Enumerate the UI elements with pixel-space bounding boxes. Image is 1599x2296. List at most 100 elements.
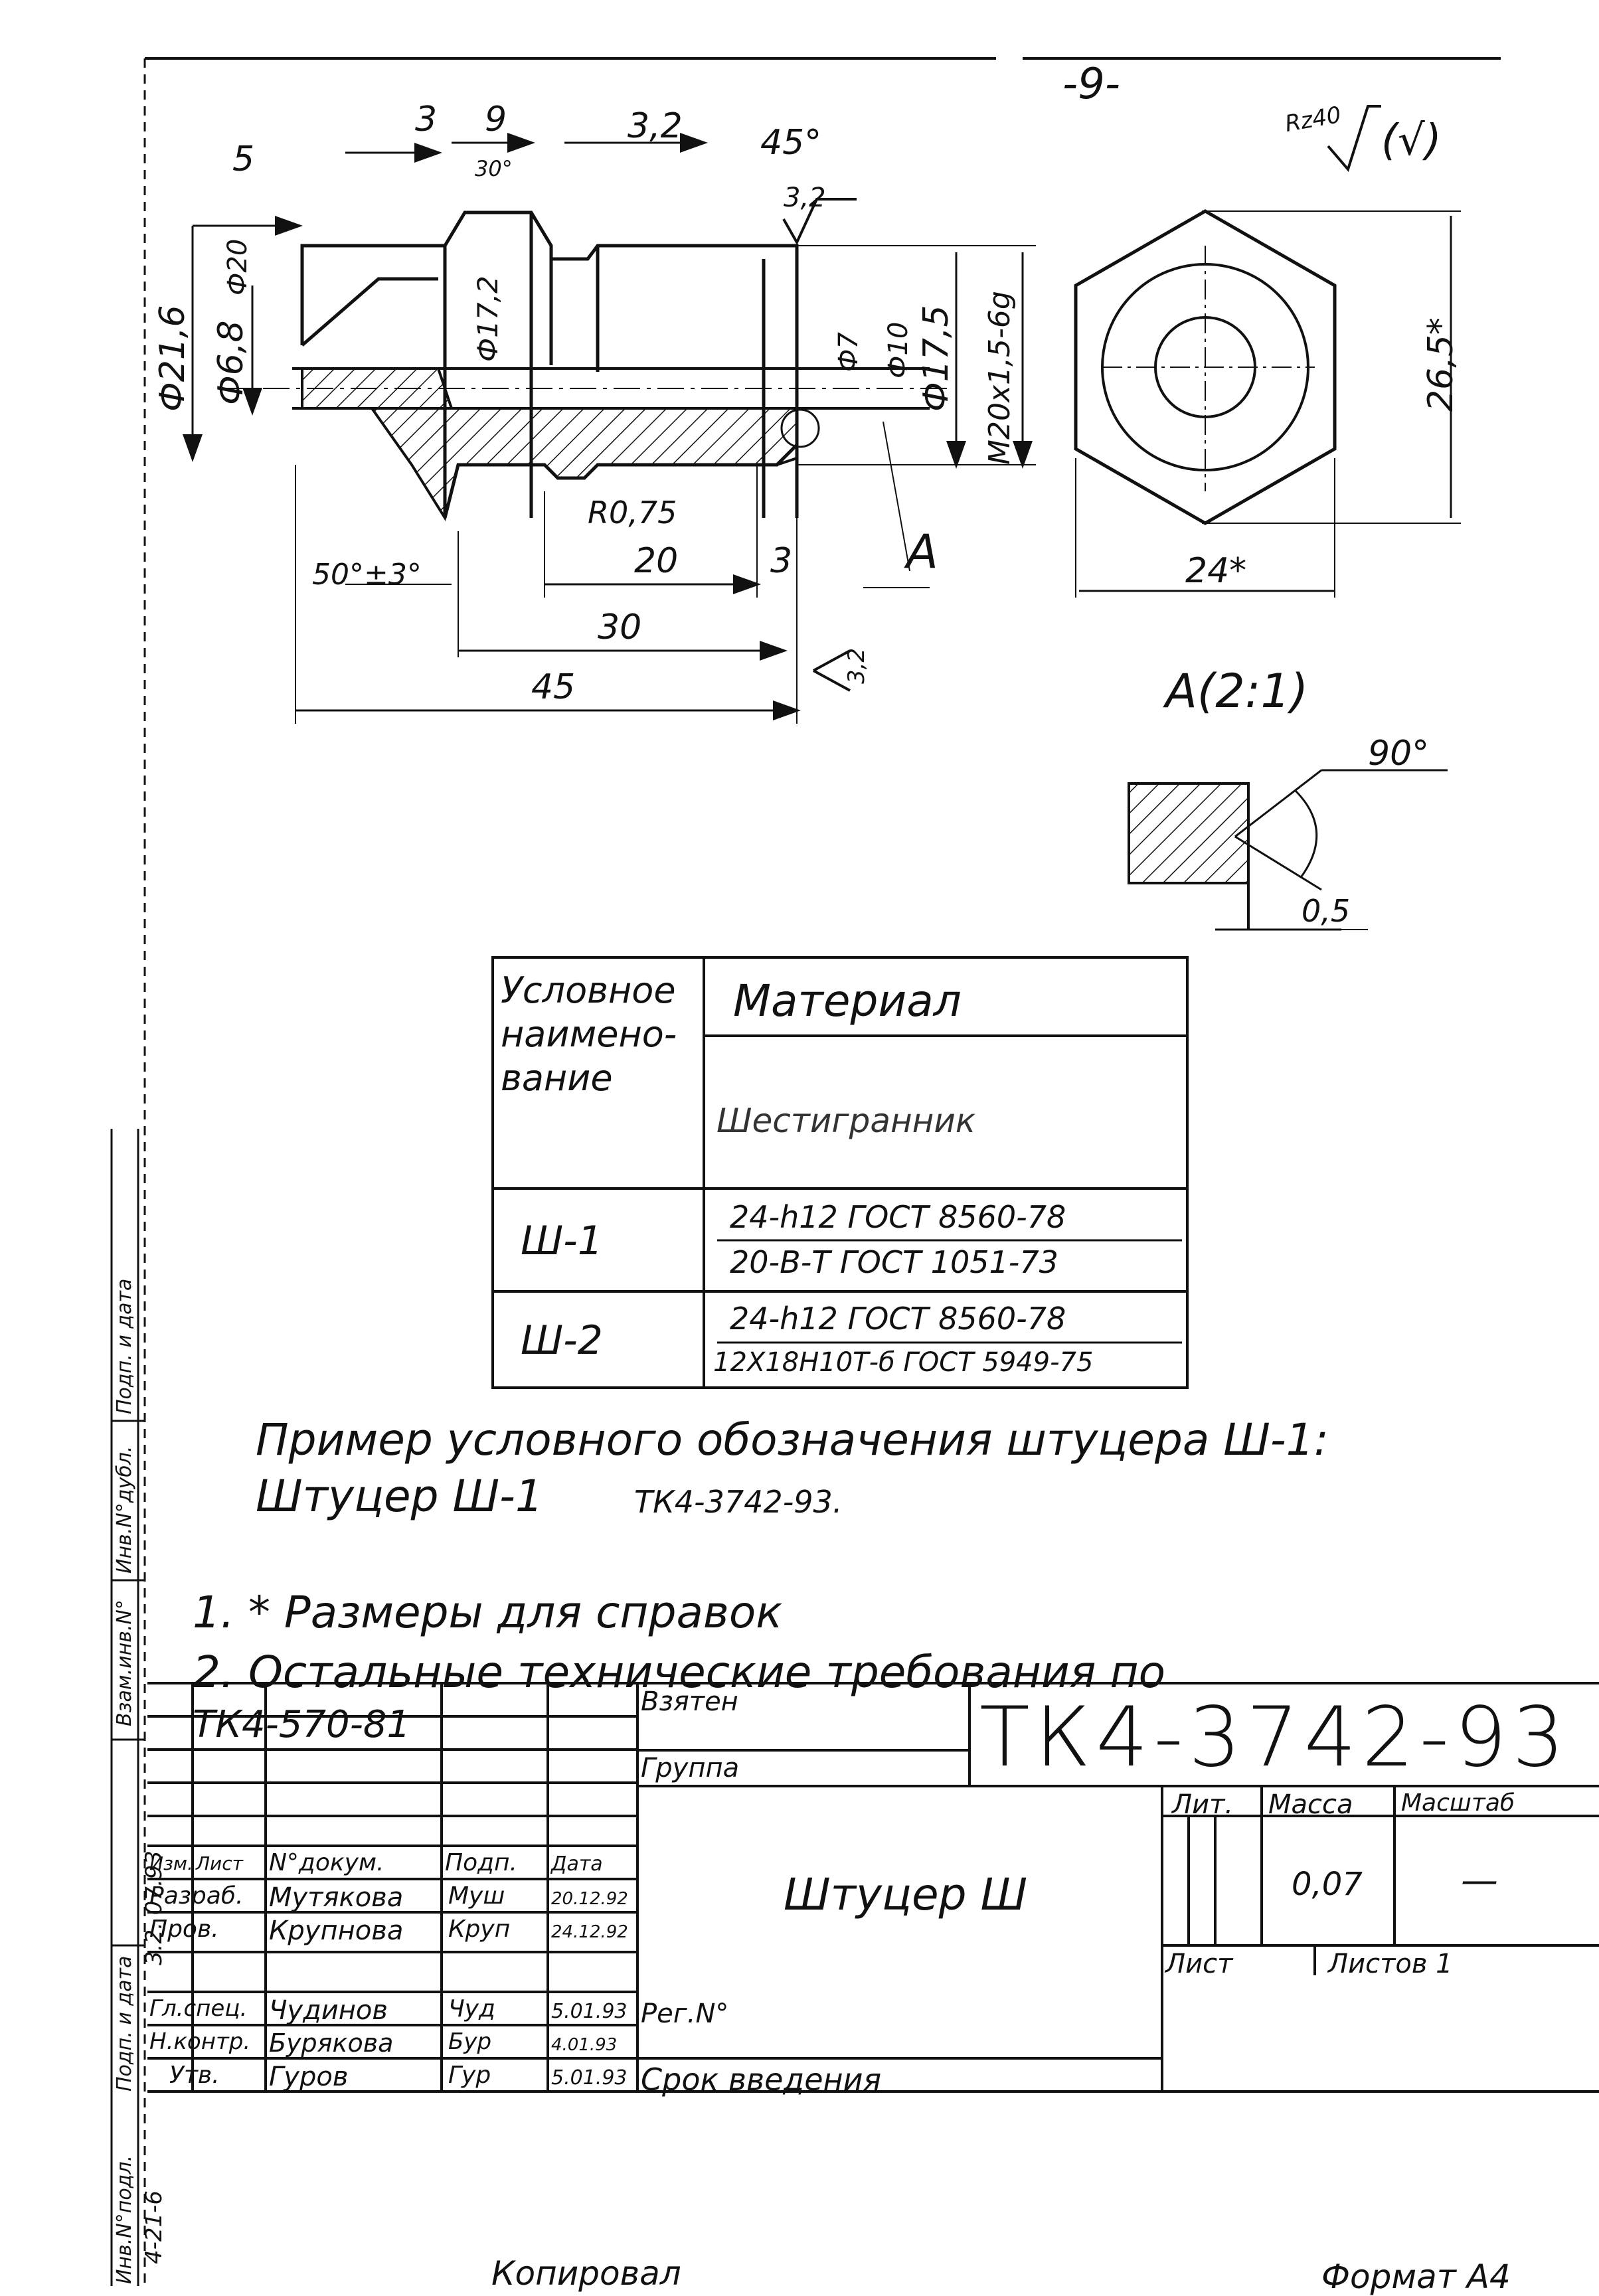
dim-thread: M20x1,5-6g [983, 291, 1017, 465]
side-inv-number: 4-21-6 [141, 2190, 167, 2264]
dim-3-2: 3,2 [628, 106, 683, 146]
dim-phi-6-8: Ф6,8 [211, 320, 251, 405]
dim-3: 3 [415, 100, 438, 139]
example-line2-a: Штуцер Ш-1 [256, 1471, 543, 1522]
tb-role-chief: Гл.спец. [149, 1995, 248, 2022]
dim-angle-45: 45° [760, 123, 822, 163]
side-label-dup-inv: Инв.N°дубл. [113, 1445, 136, 1574]
dim-hex-26-5: 26,5* [1421, 317, 1461, 412]
roughness-3-2b: 3,2 [843, 647, 870, 684]
note-2: 2. Остальные технические требования по [193, 1647, 1166, 1698]
tb-col-list: Лист [196, 1852, 243, 1874]
roughness-mark: (√) [1381, 116, 1442, 165]
section-hatch [301, 367, 798, 522]
dim-r0-75: R0,75 [588, 495, 677, 531]
tb-role-norm: Н.контр. [149, 2028, 251, 2055]
extension-lines [295, 245, 1036, 724]
dim-45: 45 [531, 667, 576, 707]
tb-lit: Лит. [1172, 1789, 1234, 1820]
tb-date-chief: 5.01.93 [551, 2000, 628, 2023]
tb-role-approved: Утв. [169, 2062, 220, 2089]
row-sh1-line1: 24-h12 ГОСТ 8560-78 [730, 1199, 1066, 1235]
note-2-cont: ТК4-570-81 [193, 1703, 411, 1746]
material-table-grid [491, 956, 1189, 1389]
tb-reg: Рег.N° [641, 1999, 729, 2029]
dim-phi-20: Ф20 [222, 238, 253, 295]
tb-sheets: Листов 1 [1328, 1949, 1453, 1979]
example-line2-b: ТК4-3742-93. [634, 1484, 843, 1520]
tb-date-checker: 24.12.92 [551, 1922, 628, 1942]
tb-name-developer: Мутякова [269, 1882, 404, 1913]
roughness-symbols [782, 105, 1381, 692]
dim-angle-30: 30° [475, 156, 513, 181]
sheet-frame [143, 57, 1501, 2286]
footer-format: Формат А4 [1321, 2257, 1511, 2296]
dimension-lines [183, 133, 1033, 720]
label-a: А [906, 525, 938, 579]
tb-taken: Взятен [641, 1686, 738, 1717]
dim-9: 9 [485, 100, 507, 139]
row-sh1-line2: 20-В-Т ГОСТ 1051-73 [730, 1244, 1058, 1280]
row-sh2-line2: 12Х18Н10Т-б ГОСТ 5949-75 [713, 1347, 1094, 1378]
dim-phi-7: Ф7 [833, 332, 864, 372]
tb-sign-norm: Бур [448, 2028, 492, 2055]
detail-angle-90: 90° [1368, 734, 1430, 774]
side-label-sign-date-2: Подп. и дата [113, 1278, 136, 1414]
tb-sheet: Лист [1165, 1949, 1233, 1979]
tb-sign-chief: Чуд [448, 1995, 495, 2022]
tb-role-checker: Пров. [149, 1916, 219, 1943]
tb-mass-label: Масса [1268, 1789, 1353, 1820]
footer-copied: Копировал [491, 2254, 681, 2293]
tb-col-date: Дата [551, 1852, 603, 1876]
tb-scale-label: Масштаб [1401, 1789, 1515, 1817]
detail-a-title: А(2:1) [1165, 664, 1309, 718]
dim-30: 30 [598, 608, 642, 647]
example-line1: Пример условного обозначения штуцера Ш-1… [256, 1414, 1329, 1465]
side-stamp-grid [110, 1129, 145, 2286]
dim-phi-17-2: Ф17,2 [471, 276, 504, 362]
detail-a-callout [780, 408, 820, 448]
tb-role-developer: Разраб. [149, 1882, 244, 1910]
detail-dim-0-5: 0,5 [1302, 893, 1351, 929]
tb-col-doc: N°докум. [269, 1849, 384, 1876]
dim-angle-50: 50°±3° [312, 558, 422, 592]
dim-20: 20 [634, 541, 679, 581]
dim-phi-10: Ф10 [883, 321, 914, 378]
dim-3b: 3 [770, 541, 793, 581]
side-label-sign-date-1: Подп. и дата [113, 1955, 136, 2091]
tb-col-sign: Подп. [445, 1849, 517, 1876]
tb-group: Группа [641, 1753, 740, 1783]
tb-part-name: Штуцер Ш [784, 1869, 1028, 1920]
dim-hex-24: 24* [1185, 551, 1247, 591]
tb-sign-approved: Гур [448, 2062, 491, 2089]
dim-5: 5 [232, 139, 255, 179]
title-block-grid [147, 1682, 1599, 2093]
hex-view [1074, 209, 1461, 598]
tb-name-norm: Бурякова [269, 2028, 394, 2058]
tb-name-checker: Крупнова [269, 1916, 404, 1946]
dim-phi-21-6: Ф21,6 [153, 305, 193, 412]
table-header-material-sub: Шестигранник [716, 1102, 976, 1140]
tb-sign-developer: Муш [448, 1882, 505, 1910]
tb-scale-value: — [1461, 1859, 1498, 1902]
tb-date-developer: 20.12.92 [551, 1889, 628, 1909]
tb-name-chief: Чудинов [269, 1995, 388, 2026]
side-label-replaced-inv: Взам.инв.N° [113, 1599, 136, 1726]
tb-col-izm: Изм. [149, 1852, 193, 1874]
material-table: Условное наимено-вание Материал Шестигра… [491, 956, 1189, 1389]
roughness-3-2: 3,2 [784, 183, 826, 213]
row-sh2-name: Ш-2 [521, 1317, 603, 1364]
tb-mass-value: 0,07 [1292, 1866, 1363, 1903]
page-number: -9- [1062, 60, 1120, 109]
tb-date-approved: 5.01.93 [551, 2066, 628, 2090]
tb-sign-checker: Круп [448, 1916, 511, 1943]
row-sh2-line1: 24-h12 ГОСТ 8560-78 [730, 1301, 1066, 1337]
tb-name-approved: Гуров [269, 2062, 349, 2092]
tb-intro: Срок введения [641, 2062, 882, 2097]
dim-phi-17-5: Ф17,5 [916, 305, 956, 412]
table-header-material: Материал [733, 975, 962, 1026]
row-sh1-name: Ш-1 [521, 1218, 603, 1264]
note-1: 1. * Размеры для справок [193, 1587, 783, 1638]
table-header-name: Условное наимено-вание [501, 969, 677, 1099]
